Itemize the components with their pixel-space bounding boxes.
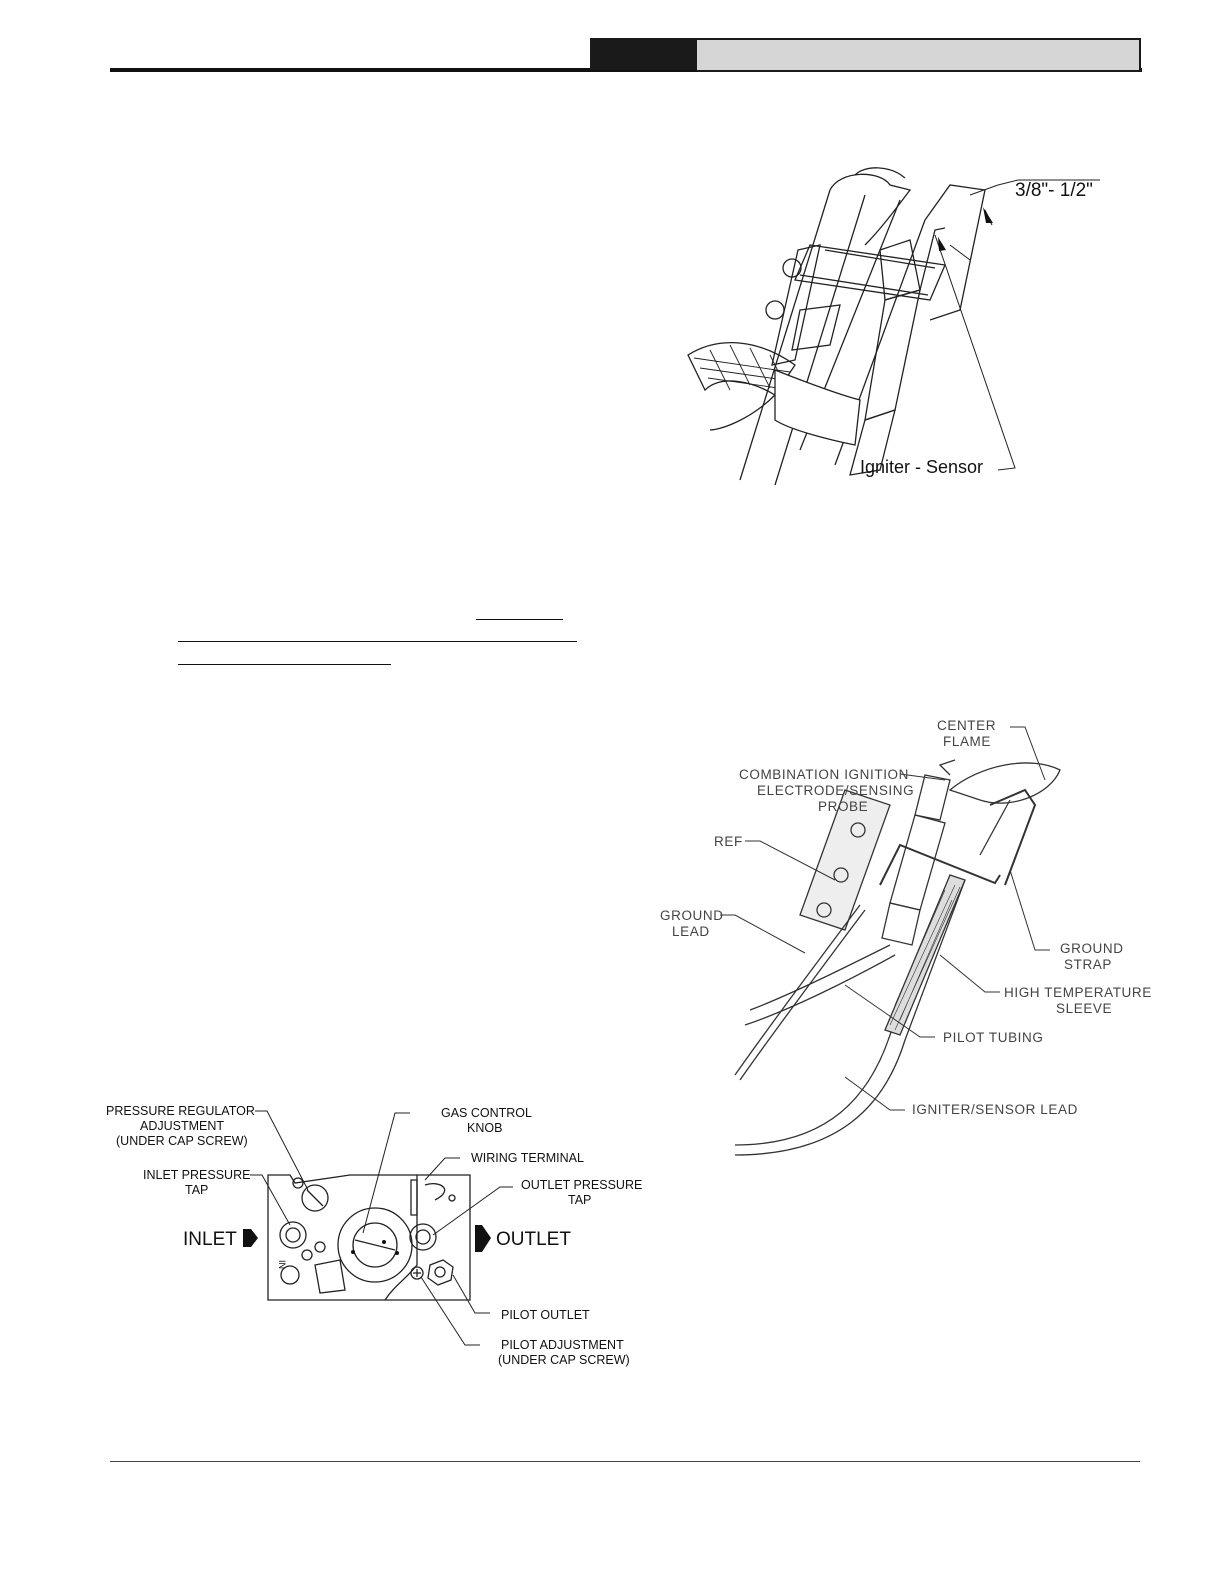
- inlet-pressure-tap-label-2: TAP: [185, 1183, 208, 1197]
- header-rule: [110, 68, 1142, 72]
- pilot-tubing-label: PILOT TUBING: [943, 1030, 1043, 1045]
- wiring-terminal-label: WIRING TERMINAL: [471, 1151, 584, 1165]
- pressure-regulator-label-3: (UNDER CAP SCREW): [116, 1134, 248, 1148]
- pressure-regulator-label: PRESSURE REGULATOR: [106, 1104, 255, 1118]
- outlet-label: OUTLET: [496, 1229, 571, 1250]
- center-flame-label: CENTER: [937, 718, 996, 733]
- inlet-label: INLET: [183, 1229, 237, 1250]
- ground-strap-label: GROUND: [1060, 941, 1124, 956]
- combination-ignition-label-2: ELECTRODE/SENSING: [757, 783, 914, 798]
- ref-label: REF: [714, 834, 743, 849]
- header-section-tab: [590, 38, 698, 70]
- pressure-regulator-label-2: ADJUSTMENT: [140, 1119, 224, 1133]
- underline-stroke: [476, 619, 563, 620]
- gas-control-knob-label: GAS CONTROL: [441, 1106, 532, 1120]
- gas-valve-figure: INLET OUTLET IN PRESSURE REGULATOR ADJUS…: [106, 1104, 642, 1367]
- pilot-adjustment-label-2: (UNDER CAP SCREW): [498, 1353, 630, 1367]
- header-title-bar: [697, 38, 1141, 72]
- pilot-adjustment-label: PILOT ADJUSTMENT: [501, 1338, 624, 1352]
- pilot-outlet-label: PILOT OUTLET: [501, 1308, 590, 1322]
- pilot-assembly-figure: CENTER FLAME COMBINATION IGNITION ELECTR…: [660, 718, 1152, 1156]
- combination-ignition-label-3: PROBE: [818, 799, 868, 814]
- in-mark-label: IN: [277, 1260, 287, 1269]
- gap-dimension-label: 3/8"- 1/2": [1015, 180, 1093, 201]
- center-flame-label-2: FLAME: [943, 734, 991, 749]
- gas-control-knob-label-2: KNOB: [467, 1121, 502, 1135]
- high-temperature-sleeve-label-2: SLEEVE: [1056, 1001, 1112, 1016]
- underline-stroke: [178, 641, 577, 642]
- ground-lead-label-2: LEAD: [672, 924, 710, 939]
- underline-stroke: [178, 664, 391, 665]
- igniter-sensor-figure: 3/8"- 1/2" Igniter - Sensor: [687, 167, 1100, 486]
- combination-ignition-label: COMBINATION IGNITION: [739, 767, 909, 782]
- high-temperature-sleeve-label: HIGH TEMPERATURE: [1004, 985, 1152, 1000]
- outlet-pressure-tap-label: OUTLET PRESSURE: [521, 1178, 642, 1192]
- igniter-sensor-label: Igniter - Sensor: [860, 457, 983, 477]
- igniter-sensor-lead-label: IGNITER/SENSOR LEAD: [912, 1102, 1078, 1117]
- footer-rule: [110, 1461, 1140, 1462]
- inlet-pressure-tap-label: INLET PRESSURE: [143, 1168, 250, 1182]
- ground-strap-label-2: STRAP: [1064, 957, 1112, 972]
- ground-lead-label: GROUND: [660, 908, 724, 923]
- outlet-pressure-tap-label-2: TAP: [568, 1193, 591, 1207]
